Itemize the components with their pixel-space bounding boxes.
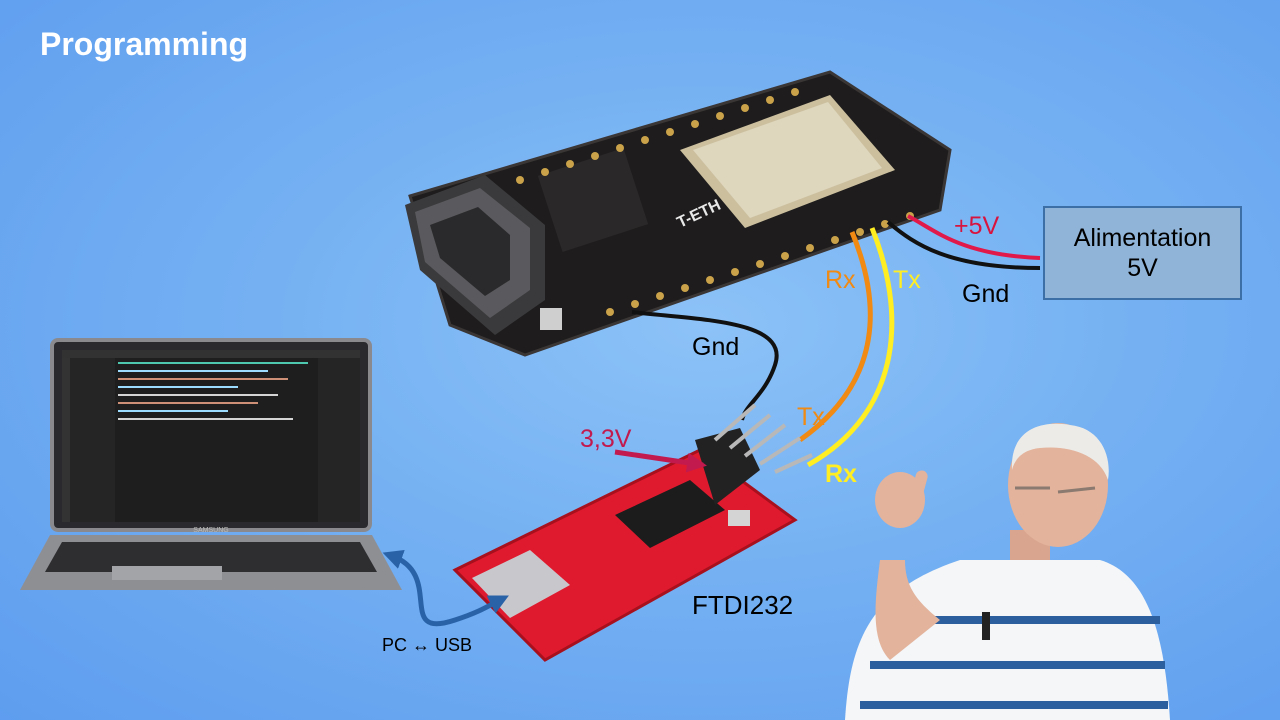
ethernet-jack xyxy=(405,175,545,335)
voltage-jumper xyxy=(695,428,760,505)
label-rx-board: Rx xyxy=(825,266,856,294)
presenter xyxy=(845,423,1170,720)
usb-arrow xyxy=(382,549,509,627)
power-supply-line1: Alimentation xyxy=(1073,224,1212,252)
label-gnd-psu: Gnd xyxy=(962,280,1010,308)
wire-tx-rx xyxy=(806,227,895,468)
label-gnd-ftdi: Gnd xyxy=(692,333,740,361)
power-supply-box: Alimentation 5V xyxy=(1043,206,1242,300)
wire-rx-tx xyxy=(798,231,873,443)
crystal xyxy=(728,510,750,526)
ftdi-pins xyxy=(713,403,813,474)
label-pc-usb: PC ↔ USB xyxy=(382,635,473,655)
label-33v: 3,3V xyxy=(580,425,632,453)
power-supply-line2: 5V xyxy=(1127,254,1158,282)
label-ftdi232: FTDI232 xyxy=(692,590,794,620)
label-tx-ftdi: Tx xyxy=(797,403,825,431)
slide-title: Programming xyxy=(40,26,249,62)
label-rx-ftdi: Rx xyxy=(825,460,857,488)
transformer-chip xyxy=(537,148,649,252)
laptop-keyboard xyxy=(45,542,377,572)
wire-gnd-psu xyxy=(886,220,1041,270)
label-plus5v: +5V xyxy=(954,212,1000,240)
esp32-board: T-ETH xyxy=(405,70,952,357)
label-tx-board: Tx xyxy=(893,266,921,294)
arrow-33v xyxy=(614,449,707,473)
laptop-brand: SAMSUNG xyxy=(193,527,228,534)
laptop: SAMSUNG xyxy=(20,338,402,590)
wire-gnd-ftdi xyxy=(631,310,779,421)
esp32-module xyxy=(680,95,895,228)
reset-button xyxy=(540,308,562,330)
wire-plus5v xyxy=(907,214,1041,260)
header-pins xyxy=(516,88,914,316)
ftdi232-board xyxy=(452,403,813,662)
ftdi-chip xyxy=(615,480,725,548)
laptop-touchpad xyxy=(112,566,222,580)
